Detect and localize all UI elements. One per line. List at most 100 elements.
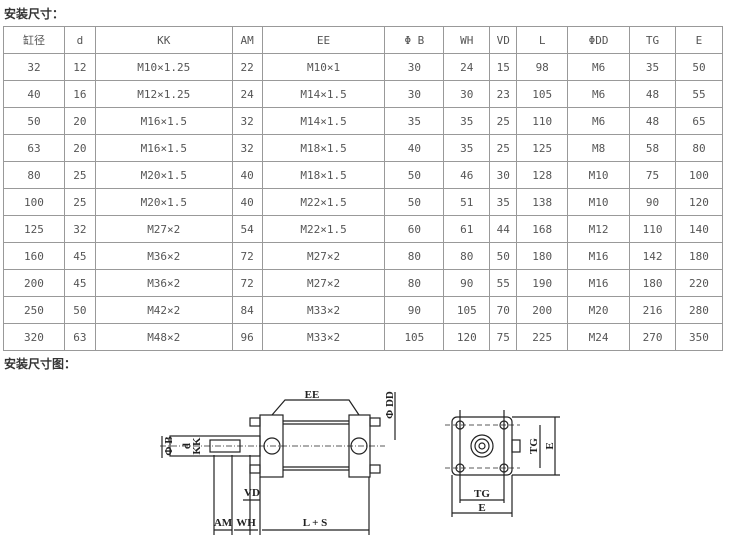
- table-cell: 200: [3, 269, 65, 297]
- table-cell: 180: [516, 242, 569, 270]
- table-cell: 220: [674, 269, 724, 297]
- label-tg-side: TG: [528, 438, 540, 454]
- table-cell: 40: [231, 188, 263, 216]
- column-header: EE: [261, 26, 386, 54]
- table-cell: 35: [489, 188, 518, 216]
- table-cell: 25: [489, 107, 518, 135]
- label-e-side: E: [544, 442, 556, 449]
- table-cell: 225: [516, 323, 569, 351]
- table-cell: 100: [674, 161, 724, 189]
- label-tg-bottom: TG: [474, 488, 490, 500]
- label-dd: Φ DD: [384, 391, 396, 419]
- table-cell: 50: [489, 242, 518, 270]
- table-cell: M22×1.5: [261, 215, 386, 243]
- table-cell: 105: [384, 323, 445, 351]
- table-cell: M24: [567, 323, 631, 351]
- table-cell: 168: [516, 215, 569, 243]
- table-cell: 63: [63, 323, 96, 351]
- table-cell: M10×1: [261, 53, 386, 81]
- label-wh: WH: [236, 517, 256, 529]
- table-cell: 35: [629, 53, 676, 81]
- table-cell: 50: [384, 161, 445, 189]
- table-cell: 25: [63, 161, 96, 189]
- table-cell: M27×2: [261, 269, 386, 297]
- table-cell: M27×2: [94, 215, 233, 243]
- column-header: Φ B: [384, 26, 445, 54]
- table-cell: M42×2: [94, 296, 233, 324]
- table-cell: 25: [489, 134, 518, 162]
- table-cell: 30: [443, 80, 491, 108]
- table-cell: 25: [63, 188, 96, 216]
- table-cell: M10: [567, 188, 631, 216]
- table-cell: 90: [384, 296, 445, 324]
- cylinder-end-view: [445, 410, 560, 517]
- column-header: 缸径: [3, 26, 65, 54]
- table-cell: 216: [629, 296, 676, 324]
- table-cell: M18×1.5: [261, 161, 386, 189]
- table-cell: 40: [231, 161, 263, 189]
- table-cell: M14×1.5: [261, 80, 386, 108]
- label-kk: KK: [191, 437, 203, 455]
- table-cell: 98: [516, 53, 569, 81]
- table-cell: M16: [567, 269, 631, 297]
- table-cell: 72: [231, 269, 263, 297]
- table-cell: M6: [567, 80, 631, 108]
- cylinder-side-view: [160, 392, 396, 535]
- table-cell: 70: [489, 296, 518, 324]
- table-cell: 280: [674, 296, 724, 324]
- table-cell: M8: [567, 134, 631, 162]
- table-cell: 250: [3, 296, 65, 324]
- label-am: AM: [214, 517, 233, 529]
- table-cell: 50: [674, 53, 724, 81]
- table-cell: 75: [489, 323, 518, 351]
- table-cell: M20: [567, 296, 631, 324]
- table-cell: 90: [629, 188, 676, 216]
- label-ls: L + S: [303, 517, 328, 529]
- column-header: KK: [94, 26, 233, 54]
- table-cell: M14×1.5: [261, 107, 386, 135]
- table-cell: M20×1.5: [94, 161, 233, 189]
- table-cell: M48×2: [94, 323, 233, 351]
- table-cell: 30: [384, 80, 445, 108]
- table-cell: 55: [489, 269, 518, 297]
- table-cell: 125: [3, 215, 65, 243]
- table-cell: 350: [674, 323, 724, 351]
- label-ee: EE: [305, 389, 320, 401]
- table-cell: 75: [629, 161, 676, 189]
- section-title-dimensions: 安装尺寸：: [4, 7, 65, 21]
- section-title-diagram: 安装尺寸图：: [4, 357, 77, 371]
- table-cell: 32: [63, 215, 96, 243]
- table-cell: 320: [3, 323, 65, 351]
- table-cell: M16×1.5: [94, 107, 233, 135]
- table-cell: 110: [516, 107, 569, 135]
- table-cell: M10×1.25: [94, 53, 233, 81]
- table-cell: 138: [516, 188, 569, 216]
- table-cell: 110: [629, 215, 676, 243]
- column-header: AM: [231, 26, 263, 54]
- label-vd: VD: [244, 487, 260, 499]
- table-cell: 12: [63, 53, 96, 81]
- table-cell: M6: [567, 53, 631, 81]
- table-cell: 200: [516, 296, 569, 324]
- column-header: E: [674, 26, 724, 54]
- table-cell: 142: [629, 242, 676, 270]
- table-cell: 125: [516, 134, 569, 162]
- table-cell: 45: [63, 242, 96, 270]
- label-b: Φ B: [163, 436, 175, 456]
- table-cell: 30: [489, 161, 518, 189]
- table-cell: 24: [231, 80, 263, 108]
- column-header: VD: [489, 26, 518, 54]
- table-cell: 48: [629, 107, 676, 135]
- table-cell: 120: [443, 323, 491, 351]
- table-cell: 140: [674, 215, 724, 243]
- table-cell: M27×2: [261, 242, 386, 270]
